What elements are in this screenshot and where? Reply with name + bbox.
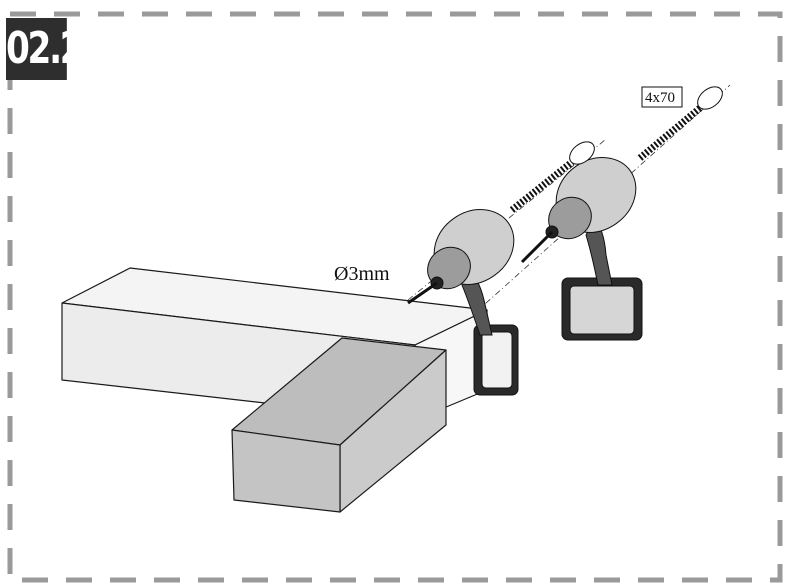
cross-beam-front-face bbox=[231, 429, 341, 513]
screw-size-callout: 4x70 bbox=[641, 86, 683, 108]
drill-icon bbox=[407, 209, 519, 396]
drill-diameter-label: Ø3mm bbox=[334, 263, 390, 285]
drill-icon-2 bbox=[520, 157, 643, 341]
screw-icon-2 bbox=[637, 86, 723, 161]
screw-icon bbox=[509, 141, 595, 213]
timber-joint bbox=[61, 267, 488, 513]
step-number-badge: 02.2 bbox=[6, 18, 84, 80]
screw-size-label: 4x70 bbox=[645, 90, 675, 106]
page-frame bbox=[7, 11, 783, 583]
